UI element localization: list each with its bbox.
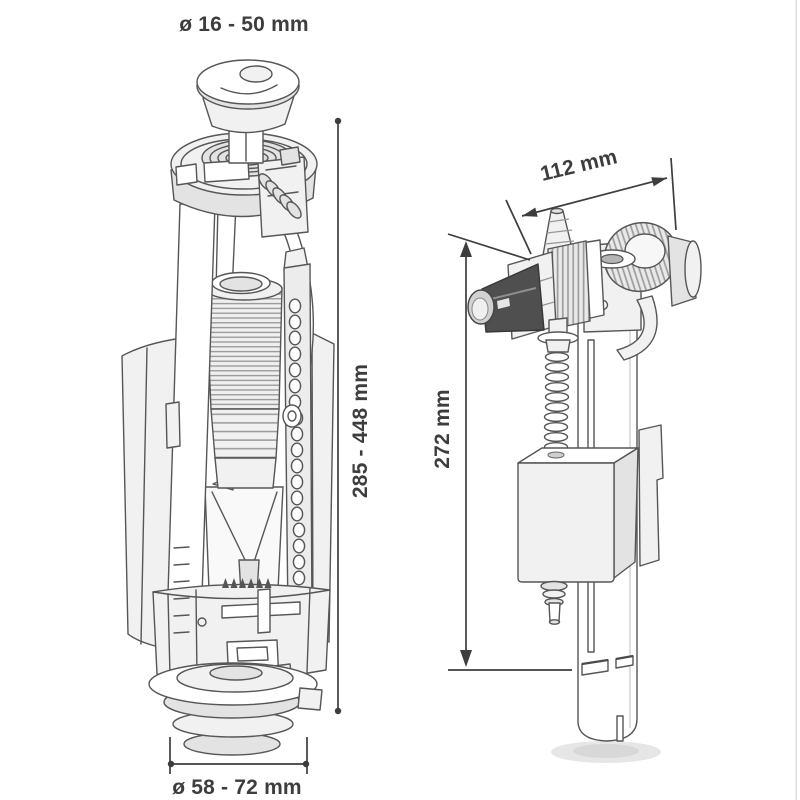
bellows	[205, 271, 283, 489]
flush-valve-drawing	[121, 59, 335, 756]
graduation-ticks	[173, 546, 190, 634]
fill-valve-drawing	[467, 207, 702, 763]
fill-valve-height-label: 272 mm	[431, 389, 454, 469]
side-bracket	[638, 424, 664, 567]
threaded-base	[148, 662, 323, 756]
dual-flush-button	[239, 65, 273, 83]
bottom-slit	[616, 715, 624, 742]
level-marks	[222, 578, 272, 588]
cross-slot-vertical	[257, 588, 271, 634]
lever-hook	[282, 404, 302, 428]
base-diameter-label: ø 58 - 72 mm	[172, 776, 302, 799]
fill-valve-width-dimension	[505, 157, 677, 255]
outer-cup-right-wall	[311, 332, 335, 643]
push-button	[196, 59, 300, 134]
adjuster-rod	[616, 295, 658, 361]
inlet-assembly	[467, 207, 605, 340]
scan-edge-artifact	[795, 0, 797, 800]
flush-valve-base-dimension	[167, 737, 310, 774]
adjustment-screw	[537, 317, 579, 453]
flange-window	[175, 163, 198, 186]
button-diameter-label: ø 16 - 50 mm	[179, 13, 309, 36]
flush-valve-height-label: 285 - 448 mm	[349, 363, 372, 499]
fill-valve-height-dimension	[447, 233, 572, 671]
flush-valve-height-dimension	[334, 117, 342, 715]
float-nipple	[540, 580, 568, 625]
lever-spring	[258, 173, 302, 219]
float-box	[517, 447, 639, 625]
